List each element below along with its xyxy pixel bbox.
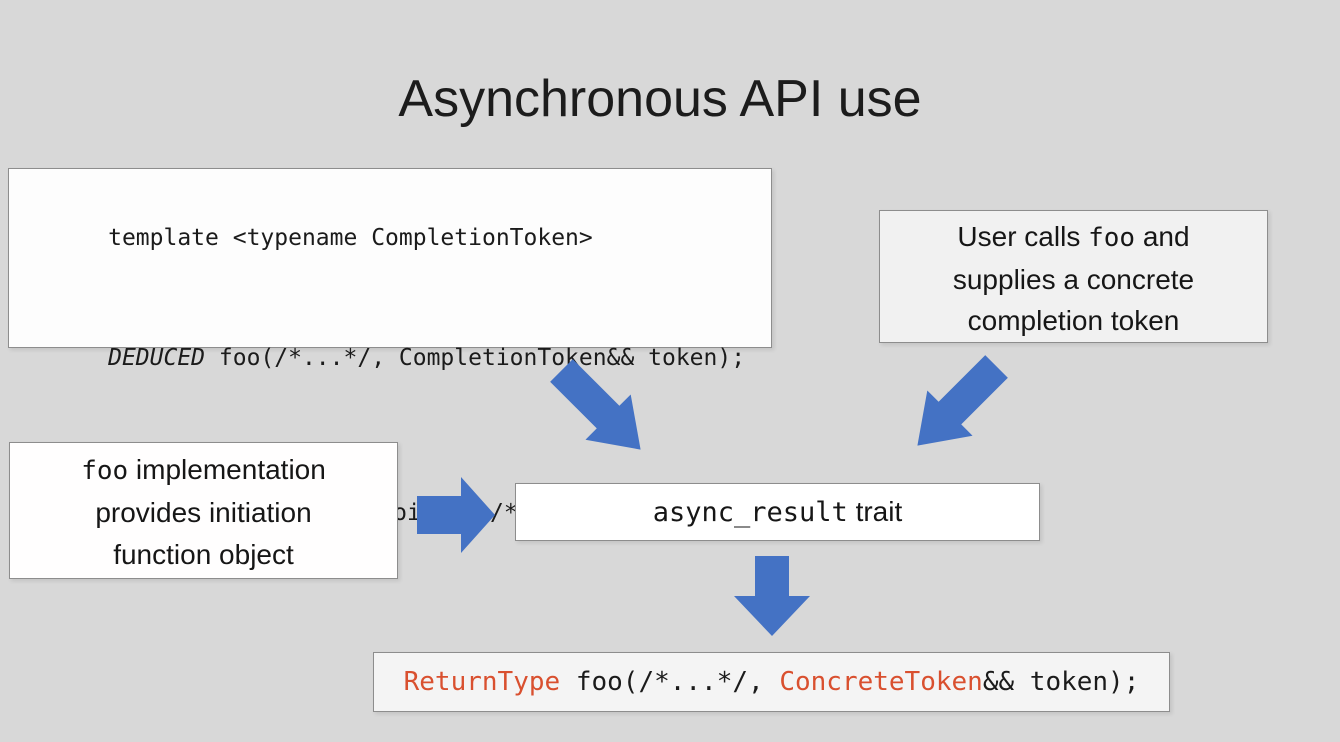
concrete-token-segment: ConcreteToken <box>779 667 983 697</box>
return-type-box: ReturnType foo(/*...*/, ConcreteToken&& … <box>373 652 1170 712</box>
impl-box-line1: foo implementation <box>10 449 397 492</box>
user-box-line1: User calls foo and <box>880 216 1267 259</box>
code-text: template <typename CompletionToken> <box>108 225 593 251</box>
foo-code-inline: foo <box>81 456 129 486</box>
user-box-text: User calls <box>957 221 1089 252</box>
foo-implementation-box: foo implementation provides initiation f… <box>9 442 398 579</box>
code-signature-box: template <typename CompletionToken> DEDU… <box>8 168 772 526</box>
arrow-user-to-trait-icon <box>895 344 1019 468</box>
user-box-line3: completion token <box>967 305 1180 336</box>
async-result-trait-box: async_result trait <box>515 483 1040 541</box>
return-type-segment: ReturnType <box>403 667 561 697</box>
code-line-template: template <typename CompletionToken> <box>25 178 755 298</box>
result-code-segment: foo(/*...*/, <box>560 667 780 697</box>
arrow-trait-to-result-icon <box>734 556 810 636</box>
slide-title: Asynchronous API use <box>398 70 922 128</box>
trait-label: trait <box>847 496 903 527</box>
result-code-segment: && token); <box>982 667 1140 697</box>
impl-box-text: implementation <box>128 454 326 485</box>
async-result-code: async_result <box>652 497 848 528</box>
code-line-deduced: DEDUCED foo(/*...*/, CompletionToken&& t… <box>25 298 755 418</box>
deduced-keyword: DEDUCED <box>108 345 206 371</box>
user-box-text: and <box>1135 221 1190 252</box>
code-text: foo(/*...*/, CompletionToken&& token); <box>205 345 746 371</box>
foo-code-inline: foo <box>1088 223 1136 253</box>
arrow-impl-to-trait-icon <box>417 477 495 553</box>
user-calls-box: User calls foo and supplies a concrete c… <box>879 210 1268 343</box>
impl-box-line2: provides initiation <box>95 497 312 528</box>
impl-box-line3: function object <box>113 539 294 570</box>
user-box-line2: supplies a concrete <box>952 264 1195 295</box>
arrow-code-to-trait-icon <box>539 348 663 472</box>
